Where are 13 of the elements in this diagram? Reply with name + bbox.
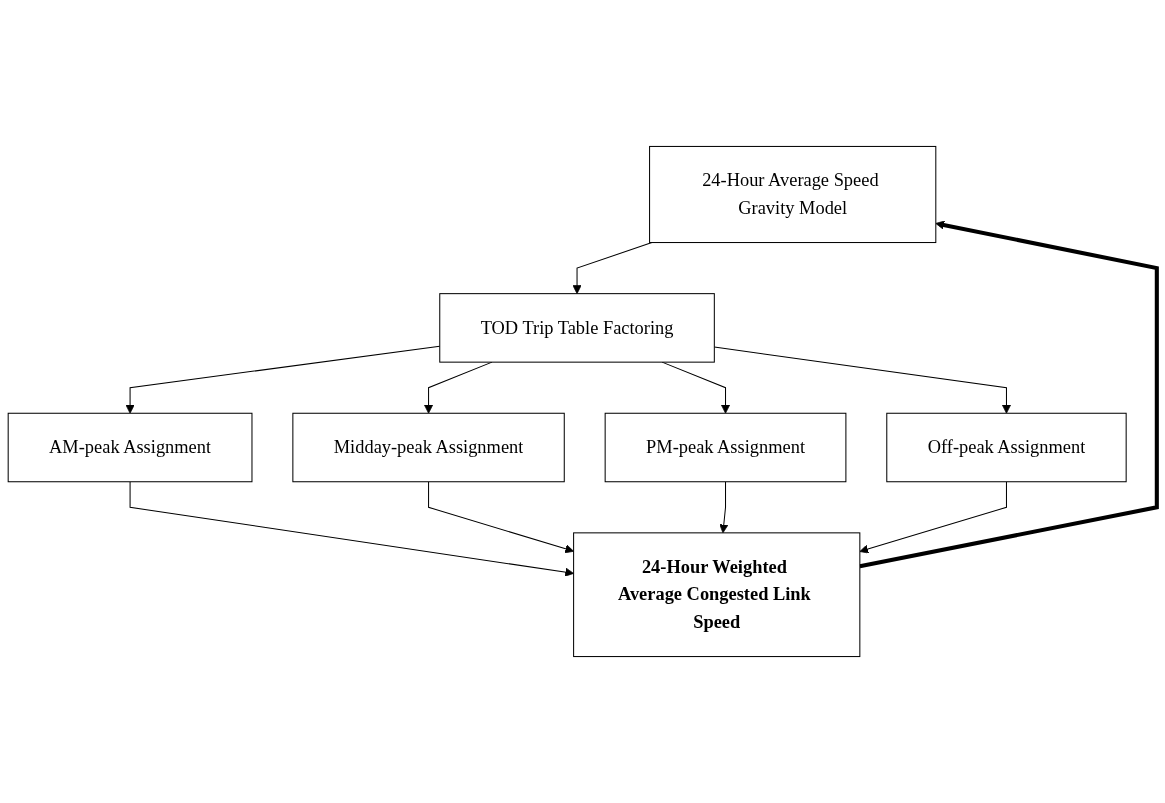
- node-box: Off-peak Assignment: [886, 412, 1127, 483]
- node-box: Midday-peak Assignment: [292, 412, 565, 483]
- arrow: [572, 242, 653, 295]
- node-box: TOD Trip Table Factoring: [439, 293, 715, 363]
- arrow: [859, 481, 1007, 554]
- node-box: 24-Hour Average Speed Gravity Model: [649, 145, 937, 244]
- arrow: [859, 220, 1159, 569]
- node-box: 24-Hour Weighted Average Congested Link Speed: [573, 532, 861, 658]
- arrow: [129, 481, 574, 577]
- node-box: PM-peak Assignment: [604, 412, 847, 483]
- node-box: AM-peak Assignment: [7, 412, 253, 483]
- arrow: [428, 481, 574, 554]
- arrow: [719, 481, 729, 534]
